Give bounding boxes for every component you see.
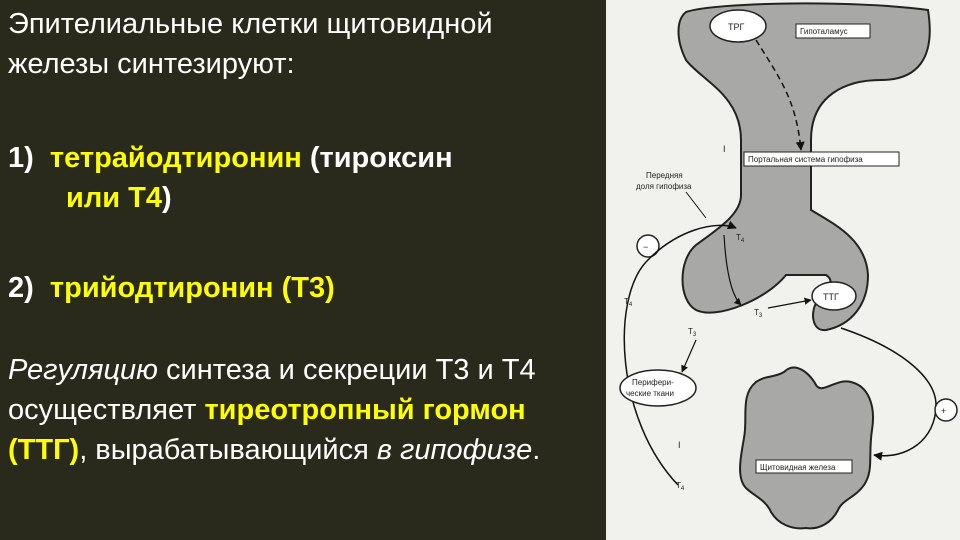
t3-label-inner: Т3 xyxy=(754,308,763,319)
item-1-number: 1) xyxy=(8,142,34,174)
periph-label-2: ческие ткани xyxy=(626,389,674,398)
minus-sign: − xyxy=(643,242,648,252)
t4-label-left: Т4 xyxy=(624,297,633,308)
reg-word: Регуляцию xyxy=(8,354,158,386)
trg-oval xyxy=(709,9,767,43)
thyroid-box xyxy=(755,459,853,474)
t4-label-lower: Т4 xyxy=(676,481,685,492)
portal-box xyxy=(743,151,900,167)
anterior-label-2: доля гипофиза xyxy=(636,182,692,191)
item-1-term: тетрайодтиронин xyxy=(49,142,302,174)
reg-end: . xyxy=(532,434,541,466)
reg-producing: , вырабатывающийся xyxy=(79,434,377,466)
thyroid-label: Щитовидная железа xyxy=(760,463,836,472)
thyroid-to-periph-arrow xyxy=(681,339,697,373)
inhibition-bar-top: I xyxy=(723,144,726,154)
hypothalamus-box xyxy=(795,23,871,39)
reg-location: в гипофизе xyxy=(376,434,533,466)
portal-label: Портальная система гипофиза xyxy=(748,155,863,164)
t4-feedback-arc xyxy=(623,220,737,486)
t3-label-lower: Т3 xyxy=(688,327,697,338)
trg-label: ТРГ xyxy=(728,22,745,32)
item-1-paren: (тироксин xyxy=(301,142,453,174)
diagram-panel: ТРГ Гипоталамус Портальная система гипоф… xyxy=(606,0,960,540)
anterior-label-1: Передняя xyxy=(646,171,683,180)
t4-label-upper: Т4 xyxy=(736,233,745,244)
ttg-label: ТТГ xyxy=(823,292,839,302)
reg-hormone: тиреотропный гормон (ТТГ) xyxy=(8,394,526,466)
peripheral-tissues-oval xyxy=(619,369,697,407)
t3-to-ttg-arrow xyxy=(767,297,812,309)
list-item-2: 2) трийодтиронин (Т3) xyxy=(8,268,335,308)
anterior-pointer xyxy=(685,191,707,219)
list-item-1: 1) тетрайодтиронин (тироксин или Т4) xyxy=(8,138,598,218)
hypothalamus-pituitary-shape xyxy=(677,2,931,332)
text-panel: Эпителиальные клетки щитовидной железы с… xyxy=(8,4,604,470)
thyroid-regulation-diagram: ТРГ Гипоталамус Портальная система гипоф… xyxy=(619,2,958,530)
plus-sign: + xyxy=(941,406,946,416)
ttg-oval xyxy=(811,281,857,311)
thyroid-gland-shape xyxy=(739,366,874,530)
hypothalamus-label: Гипоталамус xyxy=(800,27,848,36)
t4-to-t3-arrow xyxy=(723,234,742,306)
periph-label-1: Перифери- xyxy=(632,378,674,387)
trg-portal-arrow xyxy=(755,39,805,151)
intro-text: Эпителиальные клетки щитовидной железы с… xyxy=(8,4,598,84)
reg-mid: синтеза и секреции Т3 и Т4 осуществляет xyxy=(8,354,536,426)
plus-circle xyxy=(934,398,958,422)
item-2-term: трийодтиронин (Т3) xyxy=(49,272,335,304)
item-1-t4: или Т4 xyxy=(66,182,162,214)
intro-line: Эпителиальные клетки щитовидной железы с… xyxy=(8,8,493,80)
minus-circle xyxy=(636,234,660,258)
item-1-close: ) xyxy=(161,182,172,214)
regulation-text: Регуляцию синтеза и секреции Т3 и Т4 осу… xyxy=(8,350,604,470)
inhibition-bar-lower: I xyxy=(678,440,681,450)
item-2-number: 2) xyxy=(8,272,34,304)
